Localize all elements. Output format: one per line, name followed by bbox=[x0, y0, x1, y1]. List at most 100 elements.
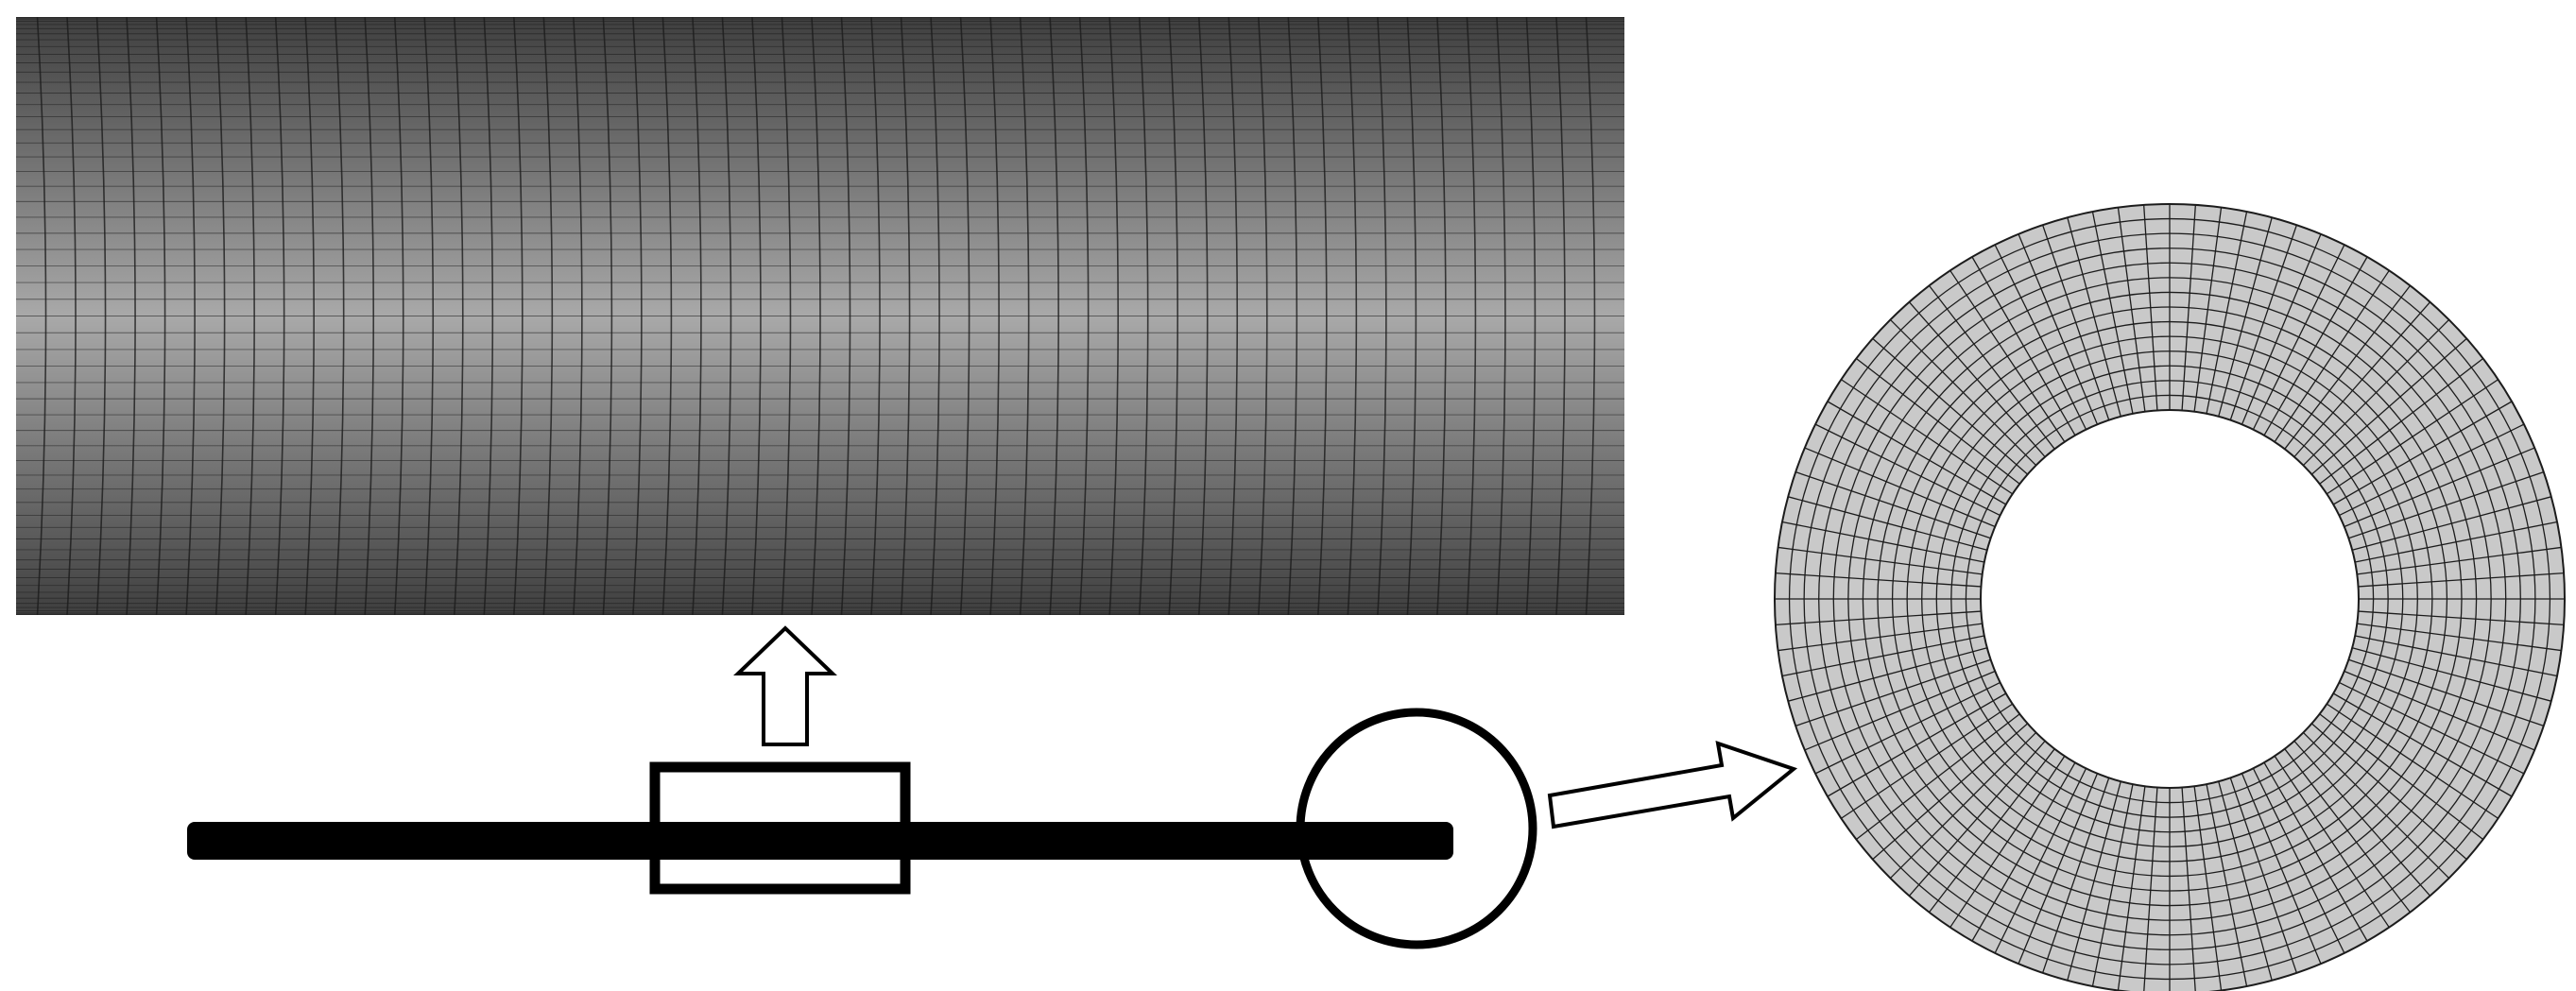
annulus-spoke-line bbox=[2241, 773, 2322, 965]
annulus-spoke-line bbox=[2348, 471, 2545, 539]
cylinder-ring-line bbox=[1466, 16, 1477, 616]
cylinder-ring-line bbox=[185, 16, 196, 616]
annulus-spoke-line bbox=[2241, 233, 2322, 425]
up-arrow bbox=[733, 625, 837, 746]
annulus-mesh-view bbox=[1773, 203, 2567, 991]
annulus-spoke-line bbox=[2218, 781, 2273, 981]
annulus-spoke-line bbox=[1855, 713, 2020, 840]
annulus-spoke-line bbox=[1908, 740, 2046, 897]
annulus-spoke-line bbox=[2352, 647, 2551, 702]
annulus-spoke-line bbox=[1827, 692, 2007, 797]
annulus-spoke-line bbox=[2117, 786, 2146, 991]
annulus-spoke-line bbox=[2143, 204, 2158, 411]
rod-overview bbox=[187, 708, 1537, 949]
annulus-spoke-line bbox=[2274, 270, 2390, 443]
cylinder-ring-line bbox=[930, 16, 940, 616]
cylinder-circumferential-mesh-lines bbox=[36, 16, 1596, 616]
annulus-spoke-line bbox=[2252, 768, 2345, 954]
annulus-spoke-line bbox=[1994, 768, 2087, 954]
annulus-spoke-line bbox=[2358, 610, 2565, 625]
annulus-spoke-line bbox=[2229, 224, 2297, 420]
annulus-spoke-line bbox=[2332, 692, 2513, 797]
annulus-spoke-line bbox=[2284, 284, 2411, 450]
annulus-spoke-line bbox=[2067, 217, 2121, 417]
cylinder-ring-line bbox=[1317, 16, 1328, 616]
cylinder-ring-line bbox=[1228, 16, 1239, 616]
annulus-spoke-line bbox=[1872, 337, 2029, 475]
cylinder-ring-line bbox=[1496, 16, 1506, 616]
annulus-spoke-line bbox=[1971, 761, 2076, 942]
annulus-spoke-line bbox=[2332, 401, 2513, 505]
annulus-spoke-line bbox=[2310, 723, 2467, 861]
annulus-spoke-line bbox=[2355, 521, 2558, 563]
cylinder-ring-line bbox=[274, 16, 285, 616]
annulus-spoke-line bbox=[1814, 423, 2001, 517]
cylinder-ring-line bbox=[364, 16, 375, 616]
annulus-spoke-line bbox=[2358, 572, 2565, 588]
cylinder-ring-line bbox=[811, 16, 821, 616]
annulus-spoke-line bbox=[1777, 623, 1983, 652]
cylinder-ring-line bbox=[542, 16, 554, 616]
cylinder-ring-line bbox=[1078, 16, 1090, 616]
annulus-spoke-line bbox=[2067, 781, 2121, 981]
cylinder-ring-line bbox=[1138, 16, 1149, 616]
cylinder-ring-line bbox=[1108, 16, 1119, 616]
annulus-spoke-line bbox=[2274, 755, 2390, 928]
cylinder-ring-line bbox=[661, 16, 673, 616]
annulus-spoke-line bbox=[1949, 270, 2066, 443]
cylinder-ring-line bbox=[1168, 16, 1179, 616]
annulus-spoke-line bbox=[1804, 447, 1996, 528]
annulus-spoke-line bbox=[2302, 731, 2450, 880]
cylinder-ring-line bbox=[1347, 16, 1358, 616]
annulus-spoke-line bbox=[2206, 784, 2248, 987]
annulus-spoke-line bbox=[1889, 318, 2037, 467]
cylinder-ring-line bbox=[304, 16, 315, 616]
cylinder-ring-line bbox=[602, 16, 613, 616]
cylinder-ring-line bbox=[513, 16, 524, 616]
annulus-spoke-line bbox=[1971, 256, 2076, 436]
annulus-spoke-line bbox=[1781, 635, 1984, 677]
annulus-spoke-line bbox=[2293, 301, 2431, 458]
annulus-spoke-line bbox=[2293, 740, 2431, 897]
annulus-spoke-line bbox=[2357, 623, 2562, 652]
cylinder-ring-line bbox=[1049, 16, 1059, 616]
annulus-spoke-line bbox=[2206, 211, 2248, 414]
rod bbox=[187, 822, 1453, 860]
annulus-spoke-line bbox=[1841, 703, 2014, 819]
cylinder-ring-line bbox=[423, 16, 435, 616]
cylinder-ring-line bbox=[632, 16, 643, 616]
cylinder-ring-line bbox=[1555, 16, 1566, 616]
cylinder-ring-line bbox=[573, 16, 583, 616]
cylinder-ring-line bbox=[126, 16, 136, 616]
annulus-spoke-line bbox=[2117, 207, 2146, 412]
annulus-spoke-line bbox=[2042, 224, 2110, 420]
annulus-radial-mesh-lines bbox=[1775, 204, 2565, 991]
annulus-spoke-line bbox=[2319, 713, 2484, 840]
cylinder-ring-line bbox=[840, 16, 851, 616]
annulus-spoke-line bbox=[1841, 379, 2014, 495]
annulus-spoke-line bbox=[2339, 681, 2525, 775]
annulus-spoke-line bbox=[2344, 670, 2535, 751]
annulus-spoke-line bbox=[1788, 496, 1987, 551]
cylinder-ring-line bbox=[453, 16, 464, 616]
annulus-spoke-line bbox=[2252, 244, 2345, 430]
annulus-spoke-line bbox=[2018, 233, 2099, 425]
cylinder-ring-line bbox=[155, 16, 166, 616]
cylinder-ring-line bbox=[1197, 16, 1209, 616]
annulus-spoke-line bbox=[2357, 546, 2562, 575]
annulus-spoke-line bbox=[2193, 207, 2223, 412]
annulus-spoke-line bbox=[1827, 401, 2007, 505]
cylinder-ring-line bbox=[1287, 16, 1298, 616]
cylinder-ring-line bbox=[483, 16, 494, 616]
cylinder-ring-line bbox=[1377, 16, 1387, 616]
annulus-spoke-line bbox=[2319, 358, 2484, 485]
annulus-spoke-line bbox=[2352, 496, 2551, 551]
annulus-spoke-line bbox=[2355, 635, 2558, 677]
rectangle-marker bbox=[649, 761, 911, 895]
annulus-spoke-line bbox=[1872, 723, 2029, 861]
annulus-spoke-line bbox=[2218, 217, 2273, 417]
diagonal-arrow bbox=[1547, 741, 1798, 829]
annulus-spoke-line bbox=[1949, 755, 2066, 928]
cylinder-ring-line bbox=[1525, 16, 1537, 616]
cylinder-ring-line bbox=[900, 16, 911, 616]
